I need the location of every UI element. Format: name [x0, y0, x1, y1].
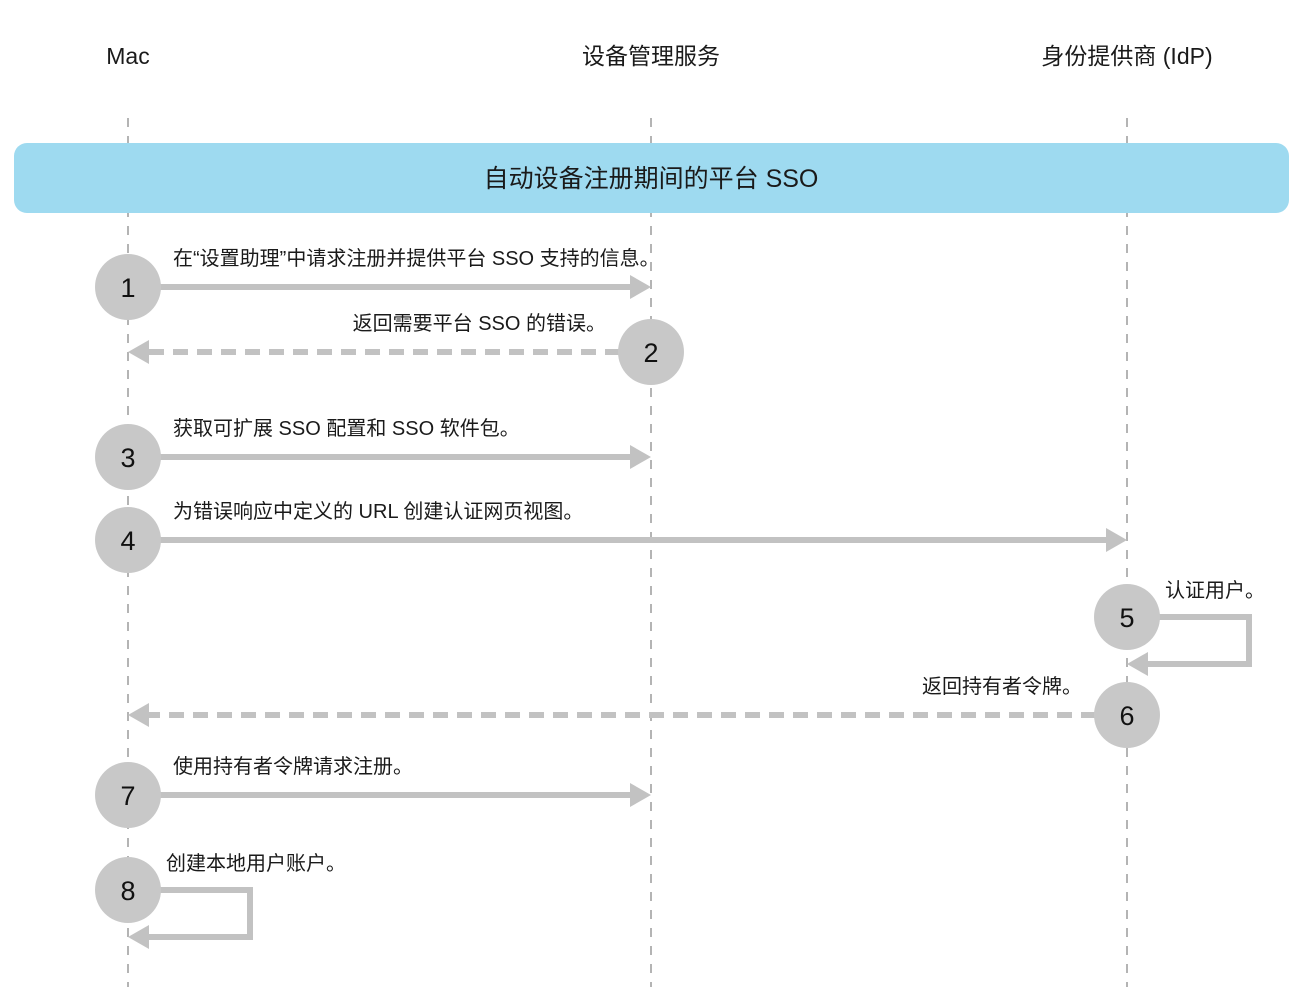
message-3-label: 获取可扩展 SSO 配置和 SSO 软件包。: [173, 417, 520, 440]
step-badge-2-number: 2: [643, 338, 658, 368]
message-4-label: 为错误响应中定义的 URL 创建认证网页视图。: [173, 500, 583, 523]
message-6-arrowhead: [128, 703, 149, 727]
step-badge-2-circle[interactable]: [618, 319, 684, 385]
message-8-label: 创建本地用户账户。: [166, 852, 346, 875]
actor-label-idp: 身份提供商 (IdP): [1041, 43, 1212, 69]
message-1-label: 在“设置助理”中请求注册并提供平台 SSO 支持的信息。: [173, 247, 660, 270]
step-badge-4-circle[interactable]: [95, 507, 161, 573]
step-badge-5-circle[interactable]: [1094, 584, 1160, 650]
step-badges-layer: 1 2 3 4 5 6 7 8: [95, 254, 1160, 923]
message-7-label: 使用持有者令牌请求注册。: [173, 755, 413, 778]
step-badge-1-number: 1: [120, 273, 135, 303]
messages-layer: [128, 275, 1252, 949]
step-badge-6-number: 6: [1119, 701, 1134, 731]
message-6-label: 返回持有者令牌。: [922, 675, 1082, 698]
message-5-self-loop-path: [1148, 614, 1252, 667]
step-badge-5-number: 5: [1119, 603, 1134, 633]
message-1-arrowhead: [630, 275, 651, 299]
message-4-arrowhead: [1106, 528, 1127, 552]
message-5-arrowhead: [1127, 652, 1148, 676]
actor-label-mac: Mac: [106, 43, 149, 69]
step-badge-7-circle[interactable]: [95, 762, 161, 828]
message-7-arrowhead: [630, 783, 651, 807]
message-2-arrowhead: [128, 340, 149, 364]
message-labels-layer: 在“设置助理”中请求注册并提供平台 SSO 支持的信息。返回需要平台 SSO 的…: [166, 247, 1265, 875]
step-badge-3-number: 3: [120, 443, 135, 473]
step-badge-8-circle[interactable]: [95, 857, 161, 923]
step-badge-6-circle[interactable]: [1094, 682, 1160, 748]
actor-headers: Mac 设备管理服务 身份提供商 (IdP): [106, 43, 1212, 69]
actor-label-mdm: 设备管理服务: [582, 43, 720, 69]
title-banner-text: 自动设备注册期间的平台 SSO: [484, 165, 819, 193]
message-5-label: 认证用户。: [1165, 579, 1265, 602]
step-badge-7-number: 7: [120, 781, 135, 811]
step-badge-1-circle[interactable]: [95, 254, 161, 320]
message-3-arrowhead: [630, 445, 651, 469]
message-8-arrowhead: [128, 925, 149, 949]
message-8-self-loop-path: [149, 887, 253, 940]
step-badge-8-number: 8: [120, 876, 135, 906]
step-badge-4-number: 4: [120, 526, 135, 556]
title-banner: 自动设备注册期间的平台 SSO: [14, 143, 1289, 213]
title-banner-background: [14, 143, 1289, 213]
step-badge-3-circle[interactable]: [95, 424, 161, 490]
message-2-label: 返回需要平台 SSO 的错误。: [353, 312, 606, 335]
